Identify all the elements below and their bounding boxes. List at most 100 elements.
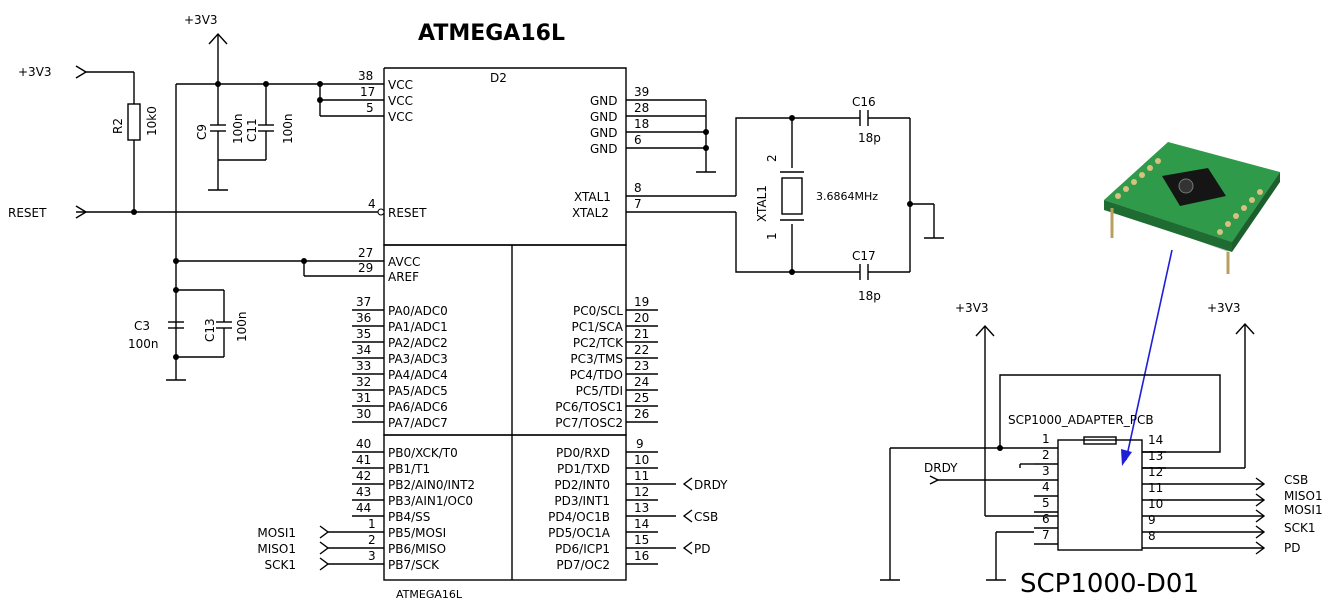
svg-text:3.6864MHz: 3.6864MHz xyxy=(816,190,878,203)
svg-text:MOSI1: MOSI1 xyxy=(1284,503,1323,517)
svg-text:9: 9 xyxy=(636,437,644,451)
capacitor-c3: C3 100n xyxy=(128,287,224,381)
svg-text:6: 6 xyxy=(634,133,642,147)
svg-text:DRDY: DRDY xyxy=(924,461,958,475)
svg-text:VCC: VCC xyxy=(388,78,413,92)
svg-text:32: 32 xyxy=(356,375,371,389)
svg-text:13: 13 xyxy=(634,501,649,515)
svg-text:1: 1 xyxy=(368,517,376,531)
svg-text:23: 23 xyxy=(634,359,649,373)
svg-text:DRDY: DRDY xyxy=(694,478,728,492)
svg-text:C17: C17 xyxy=(852,249,876,263)
supply-3v3-adapter-left: +3V3 xyxy=(955,301,1058,517)
svg-text:PD6/ICP1: PD6/ICP1 xyxy=(555,542,610,556)
svg-text:100n: 100n xyxy=(281,113,295,144)
svg-text:PA4/ADC4: PA4/ADC4 xyxy=(388,368,448,382)
svg-text:RESET: RESET xyxy=(8,206,47,220)
svg-text:PA1/ADC1: PA1/ADC1 xyxy=(388,320,448,334)
svg-text:C9: C9 xyxy=(195,124,209,140)
svg-text:15: 15 xyxy=(634,533,649,547)
svg-text:PA7/ADC7: PA7/ADC7 xyxy=(388,416,448,430)
adapter-title: SCP1000-D01 xyxy=(1020,569,1199,599)
svg-text:40: 40 xyxy=(356,437,371,451)
svg-text:100n: 100n xyxy=(231,113,245,144)
svg-text:14: 14 xyxy=(634,517,649,531)
svg-text:PC0/SCL: PC0/SCL xyxy=(573,304,623,318)
svg-text:1: 1 xyxy=(765,232,779,240)
photo-arrow xyxy=(1121,249,1173,466)
svg-text:6: 6 xyxy=(1042,512,1050,526)
svg-text:SCK1: SCK1 xyxy=(265,558,297,572)
svg-text:10: 10 xyxy=(1148,497,1163,511)
sensor-photo xyxy=(1104,142,1280,274)
svg-text:PC7/TOSC2: PC7/TOSC2 xyxy=(555,416,623,430)
net-pd-connector: PD xyxy=(682,541,710,556)
svg-text:PB1/T1: PB1/T1 xyxy=(388,462,430,476)
mcu-title: ATMEGA16L xyxy=(418,21,565,46)
capacitor-c13: C13 100n xyxy=(203,290,249,357)
svg-text:+3V3: +3V3 xyxy=(18,65,52,79)
svg-text:7: 7 xyxy=(634,197,642,211)
svg-text:1: 1 xyxy=(1042,432,1050,446)
svg-text:XTAL2: XTAL2 xyxy=(572,206,609,220)
svg-text:SCP1000_ADAPTER_PCB: SCP1000_ADAPTER_PCB xyxy=(1008,413,1154,427)
svg-text:R2: R2 xyxy=(111,118,125,134)
svg-text:RESET: RESET xyxy=(388,206,427,220)
svg-text:29: 29 xyxy=(358,261,373,275)
svg-text:+3V3: +3V3 xyxy=(1207,301,1241,315)
svg-text:PA3/ADC3: PA3/ADC3 xyxy=(388,352,448,366)
svg-text:MISO1: MISO1 xyxy=(257,542,296,556)
svg-text:9: 9 xyxy=(1148,513,1156,527)
svg-text:PB0/XCK/T0: PB0/XCK/T0 xyxy=(388,446,458,460)
svg-text:41: 41 xyxy=(356,453,371,467)
svg-text:26: 26 xyxy=(634,407,649,421)
svg-text:+3V3: +3V3 xyxy=(184,13,218,27)
svg-text:44: 44 xyxy=(356,501,371,515)
svg-text:PB2/AIN0/INT2: PB2/AIN0/INT2 xyxy=(388,478,475,492)
svg-text:11: 11 xyxy=(1148,481,1163,495)
svg-text:C11: C11 xyxy=(245,118,259,142)
svg-text:VCC: VCC xyxy=(388,110,413,124)
svg-text:2: 2 xyxy=(765,154,779,162)
svg-text:C13: C13 xyxy=(203,318,217,342)
svg-text:8: 8 xyxy=(634,181,642,195)
svg-text:XTAL1: XTAL1 xyxy=(574,190,611,204)
svg-text:PC3/TMS: PC3/TMS xyxy=(570,352,623,366)
svg-text:38: 38 xyxy=(358,69,373,83)
svg-text:27: 27 xyxy=(358,246,373,260)
svg-text:GND: GND xyxy=(590,110,618,124)
supply-3v3-top: +3V3 xyxy=(173,13,323,380)
svg-text:VCC: VCC xyxy=(388,94,413,108)
svg-text:5: 5 xyxy=(1042,496,1050,510)
svg-text:22: 22 xyxy=(634,343,649,357)
svg-text:AREF: AREF xyxy=(388,270,419,284)
svg-text:PD3/INT1: PD3/INT1 xyxy=(554,494,610,508)
svg-text:PD4/OC1B: PD4/OC1B xyxy=(548,510,610,524)
svg-text:12: 12 xyxy=(634,485,649,499)
svg-text:3: 3 xyxy=(368,549,376,563)
svg-text:XTAL1: XTAL1 xyxy=(755,185,769,222)
adapter-outer-box: SCP1000_ADAPTER_PCB xyxy=(999,374,1221,453)
svg-text:13: 13 xyxy=(1148,449,1163,463)
svg-text:PD2/INT0: PD2/INT0 xyxy=(554,478,610,492)
svg-text:12: 12 xyxy=(1148,465,1163,479)
svg-text:36: 36 xyxy=(356,311,371,325)
crystal-network: 2 1 XTAL1 3.6864MHz C16 18p C17 18p xyxy=(735,95,944,303)
svg-text:PA6/ADC6: PA6/ADC6 xyxy=(388,400,448,414)
svg-text:PB4/SS: PB4/SS xyxy=(388,510,430,524)
svg-text:PB7/SCK: PB7/SCK xyxy=(388,558,440,572)
svg-text:24: 24 xyxy=(634,375,649,389)
svg-text:GND: GND xyxy=(590,126,618,140)
adapter-ic: 1 2 3 4 5 6 7 14 13 12 11 10 9 8 xyxy=(1034,432,1166,551)
svg-text:PD: PD xyxy=(694,542,710,556)
svg-text:35: 35 xyxy=(356,327,371,341)
svg-text:4: 4 xyxy=(368,197,376,211)
svg-text:SCK1: SCK1 xyxy=(1284,521,1316,535)
svg-text:39: 39 xyxy=(634,85,649,99)
svg-text:18p: 18p xyxy=(858,289,881,303)
supply-3v3-left: +3V3 xyxy=(18,65,134,79)
svg-text:C3: C3 xyxy=(134,319,150,333)
